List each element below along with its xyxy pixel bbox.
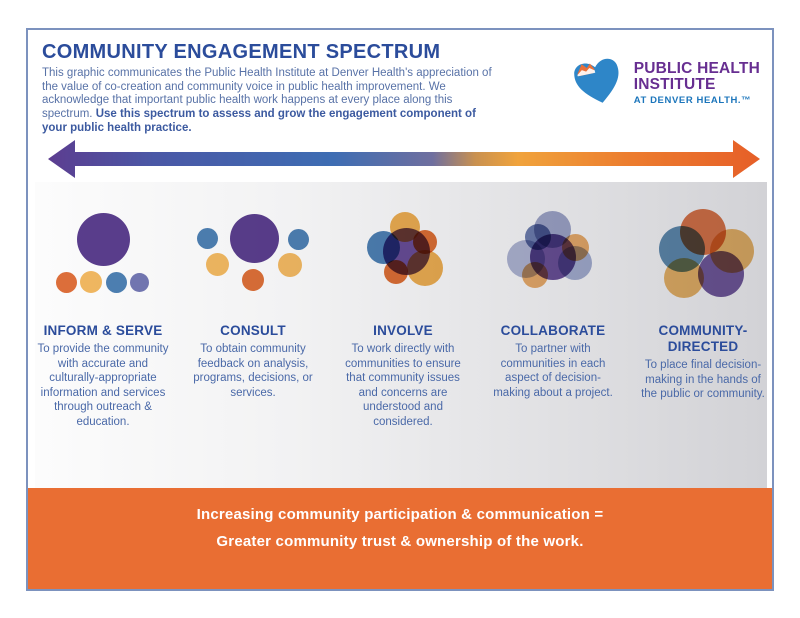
stage-label: CONSULT xyxy=(220,323,286,338)
circle-cluster-community-directed xyxy=(628,195,778,323)
circle-cluster-consult xyxy=(178,195,328,323)
page-title: COMMUNITY ENGAGEMENT SPECTRUM xyxy=(42,41,441,63)
stage-label: INVOLVE xyxy=(373,323,433,338)
cluster-circle xyxy=(105,271,127,293)
stage-column-involve: INVOLVE To work directly with communitie… xyxy=(328,195,478,430)
stage-column-collaborate: COLLABORATE To partner with communities … xyxy=(478,195,628,430)
cluster-circle xyxy=(205,252,229,276)
banner-line1: Increasing community participation & com… xyxy=(196,506,604,523)
logo-text: PUBLIC HEALTH INSTITUTE AT DENVER HEALTH… xyxy=(633,60,760,107)
spectrum-double-arrow-icon xyxy=(48,138,760,180)
cluster-circle xyxy=(530,234,576,280)
cluster-circle xyxy=(229,213,279,263)
logo-line2: INSTITUTE xyxy=(633,76,716,93)
stage-description: To work directly with communities to ens… xyxy=(345,343,461,428)
circle-cluster-inform-serve xyxy=(28,195,178,323)
circle-cluster-involve xyxy=(328,195,478,323)
infographic-frame: COMMUNITY ENGAGEMENT SPECTRUM This graph… xyxy=(26,28,774,591)
intro-regular-text: This graphic communicates the Public Hea… xyxy=(42,67,492,121)
cluster-circle xyxy=(55,271,77,293)
stage-column-inform-serve: INFORM & SERVE To provide the community … xyxy=(28,195,178,430)
cluster-circle xyxy=(664,258,704,298)
stage-columns: INFORM & SERVE To provide the community … xyxy=(28,195,772,430)
cluster-circle xyxy=(242,269,264,291)
stage-label: COLLABORATE xyxy=(500,323,606,338)
intro-paragraph: This graphic communicates the Public Hea… xyxy=(42,67,504,136)
stage-label: INFORM & SERVE xyxy=(43,323,163,338)
cluster-circle xyxy=(278,253,302,277)
intro-bold-text: Use this spectrum to assess and grow the… xyxy=(42,108,476,134)
org-logo: PUBLIC HEALTH INSTITUTE AT DENVER HEALTH… xyxy=(569,52,760,115)
stage-description: To place final decision-making in the ha… xyxy=(641,359,765,401)
cluster-circle xyxy=(76,212,130,266)
stage-description: To provide the community with accurate a… xyxy=(37,343,169,428)
cluster-circle xyxy=(382,227,430,275)
cluster-circle xyxy=(80,271,102,293)
bottom-banner: Increasing community participation & com… xyxy=(28,488,772,589)
logo-tagline: AT DENVER HEALTH.™ xyxy=(633,95,752,106)
logo-line1: PUBLIC HEALTH xyxy=(633,60,760,77)
banner-line2: Greater community trust & ownership of t… xyxy=(216,533,584,550)
stage-description: To obtain community feedback on analysis… xyxy=(193,343,313,399)
stage-label: COMMUNITY-DIRECTED xyxy=(658,323,748,354)
cluster-circle xyxy=(287,228,309,250)
cluster-circle xyxy=(129,272,149,292)
circle-cluster-collaborate xyxy=(478,195,628,323)
cluster-circle xyxy=(698,251,744,297)
stage-column-consult: CONSULT To obtain community feedback on … xyxy=(178,195,328,430)
cluster-circle xyxy=(196,227,218,249)
stage-column-community-directed: COMMUNITY-DIRECTED To place final decisi… xyxy=(628,195,778,430)
stage-description: To partner with communities in each aspe… xyxy=(493,343,613,399)
heart-mountain-logo-icon xyxy=(569,52,627,115)
